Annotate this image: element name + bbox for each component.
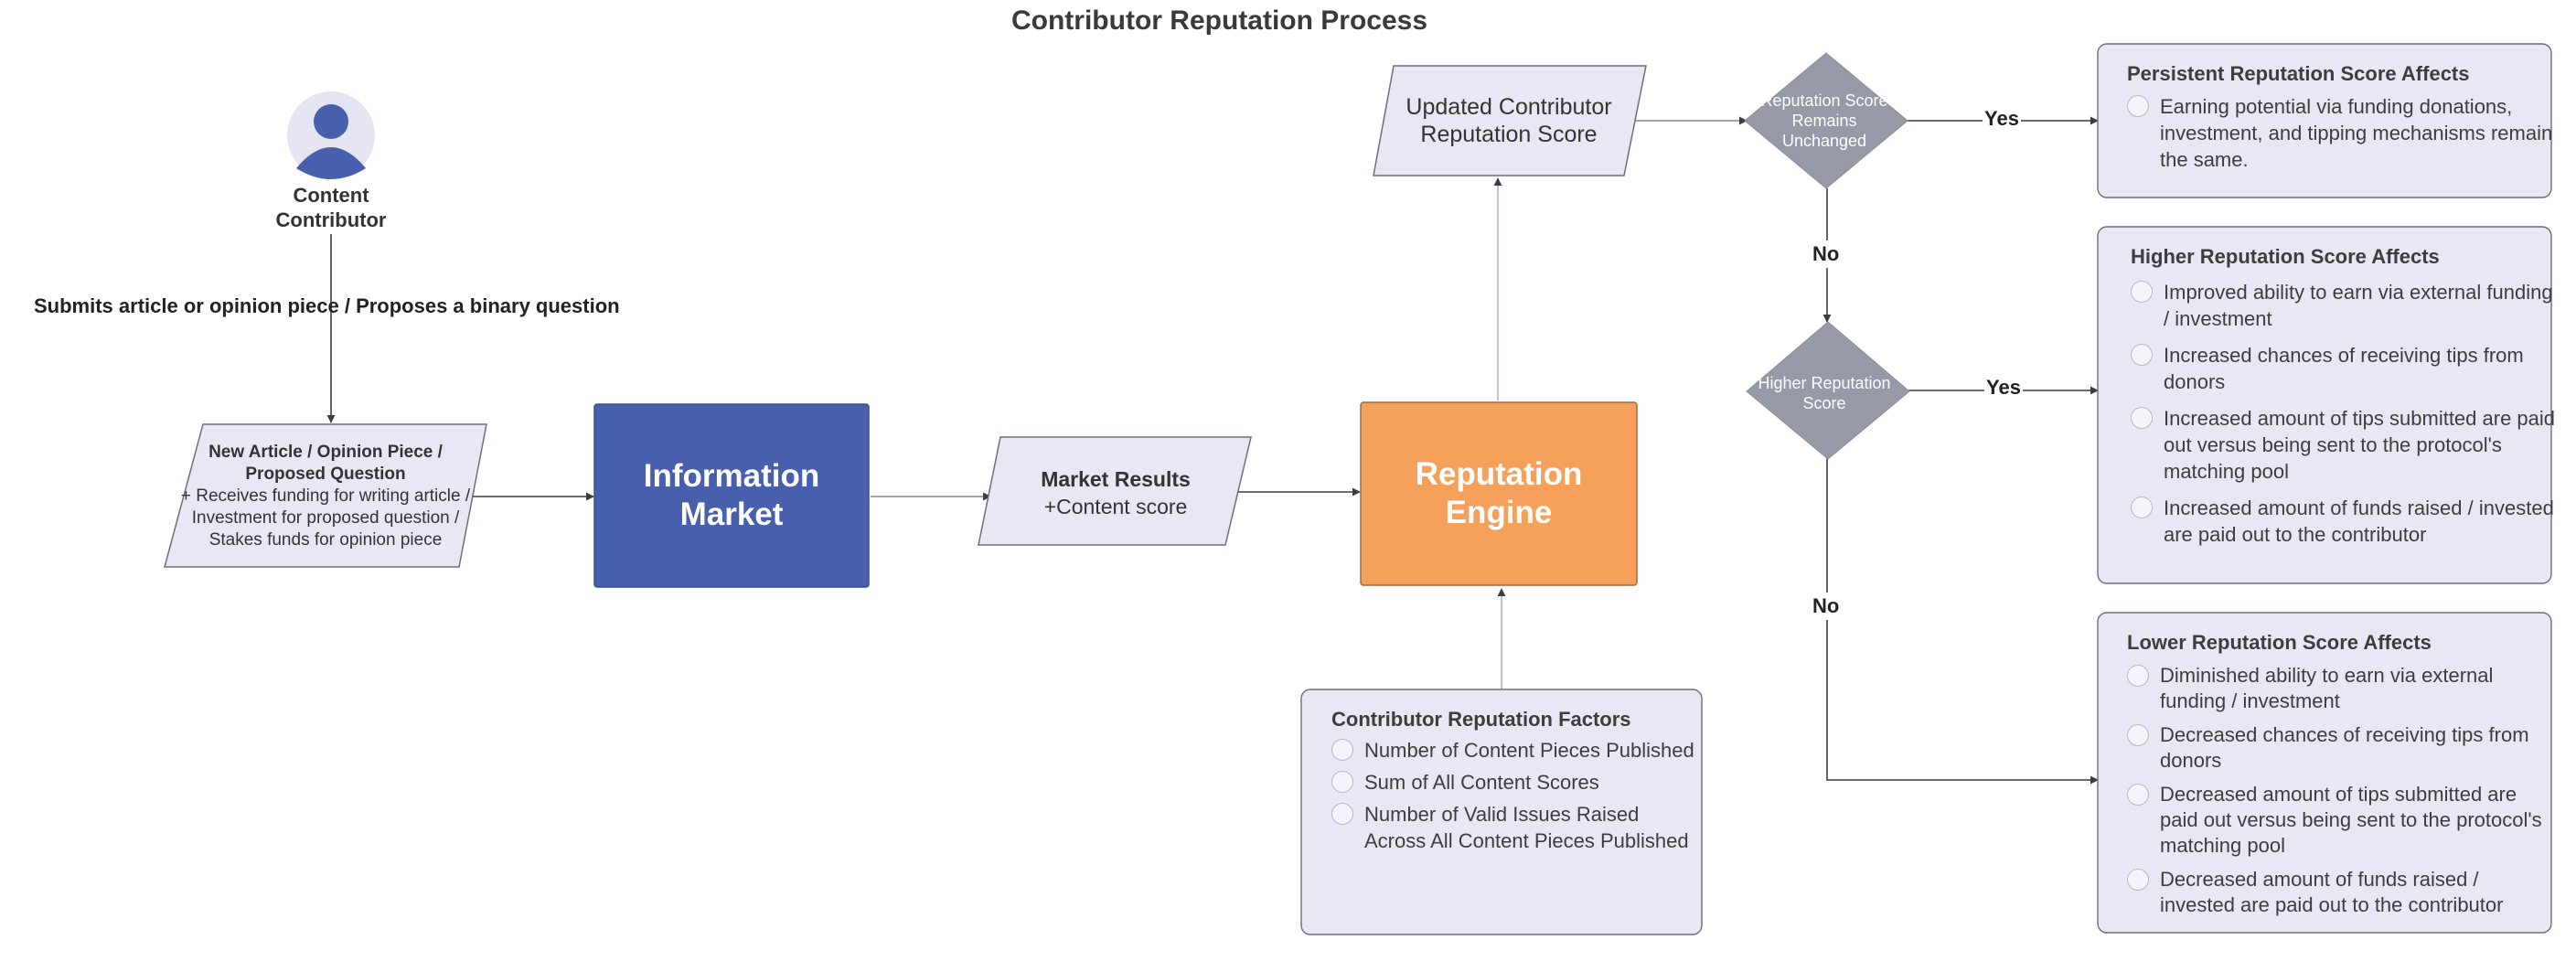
- radio-circle-icon: [2131, 281, 2153, 303]
- persistent-card: Persistent Reputation Score Affects Earn…: [2127, 62, 2557, 173]
- radio-circle-icon: [2127, 665, 2149, 687]
- list-item: Improved ability to earn via external fu…: [2131, 279, 2560, 332]
- edge-label-yes-higher: Yes: [1984, 376, 2023, 400]
- radio-circle-icon: [2127, 95, 2149, 117]
- decision-unchanged-label: Reputation Score Remains Unchanged: [1760, 91, 1888, 150]
- edge-label-yes-unchanged: Yes: [1983, 107, 2021, 131]
- updated-score-label: Updated Contributor Reputation Score: [1406, 94, 1612, 147]
- new-article-text: New Article / Opinion Piece / Proposed Q…: [179, 428, 472, 565]
- market-results-sub: +Content score: [1043, 495, 1188, 518]
- radio-circle-icon: [2127, 869, 2149, 891]
- new-article-body: + Receives funding for writing article /…: [180, 486, 471, 550]
- higher-title: Higher Reputation Score Affects: [2131, 245, 2440, 268]
- information-market-node: [593, 403, 870, 588]
- reputation-engine-label: Reputation Engine: [1415, 456, 1583, 530]
- connector-higher-no: [1826, 457, 2099, 785]
- persistent-card-box: [2097, 43, 2552, 198]
- lower-title: Lower Reputation Score Affects: [2127, 631, 2432, 654]
- decision-higher-label: Higher Reputation Score: [1758, 374, 1891, 412]
- radio-circle-icon: [2127, 724, 2149, 746]
- list-item: Increased amount of tips submitted are p…: [2131, 405, 2560, 485]
- market-results-title: Market Results: [1041, 467, 1191, 491]
- market-results-text: Market Results +Content score: [997, 439, 1235, 547]
- list-item: Decreased amount of tips submitted are p…: [2127, 782, 2557, 859]
- lower-card-box: [2097, 612, 2552, 934]
- list-item: Increased amount of funds raised / inves…: [2131, 495, 2560, 548]
- radio-circle-icon: [1331, 739, 1353, 761]
- reputation-engine-node: [1360, 401, 1638, 586]
- radio-circle-icon: [2131, 497, 2153, 518]
- lower-card: Lower Reputation Score Affects Diminishe…: [2127, 631, 2557, 918]
- list-item: Number of Valid Issues Raised Across All…: [1331, 801, 1697, 854]
- page-title: Contributor Reputation Process: [1010, 5, 1428, 36]
- actor-label: Content Contributor: [275, 184, 387, 231]
- edge-label-submit: Submits article or opinion piece / Propo…: [34, 294, 620, 317]
- radio-circle-icon: [1331, 771, 1353, 793]
- list-item: Earning potential via funding donations,…: [2127, 93, 2557, 173]
- new-article-title: New Article / Opinion Piece / Proposed Q…: [208, 443, 443, 484]
- radio-circle-icon: [2131, 344, 2153, 366]
- list-item: Diminished ability to earn via external …: [2127, 663, 2557, 714]
- persistent-title: Persistent Reputation Score Affects: [2127, 62, 2470, 85]
- radio-circle-icon: [2127, 784, 2149, 806]
- market-results-node: [978, 436, 1252, 546]
- information-market-label: Information Market: [643, 458, 820, 532]
- radio-circle-icon: [1331, 803, 1353, 825]
- factors-title: Contributor Reputation Factors: [1331, 708, 1631, 731]
- list-item: Increased chances of receiving tips from…: [2131, 342, 2560, 395]
- radio-circle-icon: [2131, 407, 2153, 429]
- decision-higher-node: [1746, 321, 1910, 460]
- list-item: Decreased amount of funds raised / inves…: [2127, 867, 2557, 918]
- edge-label-no-unchanged: No: [1812, 240, 1840, 268]
- user-icon: [287, 91, 375, 179]
- list-item: Number of Content Pieces Published: [1331, 737, 1697, 764]
- list-item: Decreased chances of receiving tips from…: [2127, 722, 2557, 774]
- higher-card-box: [2097, 226, 2552, 584]
- new-article-node: [164, 423, 487, 568]
- edge-label-no-higher: No: [1812, 593, 1840, 620]
- factors-card: Contributor Reputation Factors Number of…: [1331, 708, 1697, 854]
- list-item: Sum of All Content Scores: [1331, 769, 1697, 796]
- factors-card-box: [1300, 689, 1703, 935]
- updated-score-node: [1373, 65, 1647, 176]
- higher-card: Higher Reputation Score Affects Improved…: [2131, 245, 2560, 548]
- decision-unchanged-node: [1744, 52, 1908, 189]
